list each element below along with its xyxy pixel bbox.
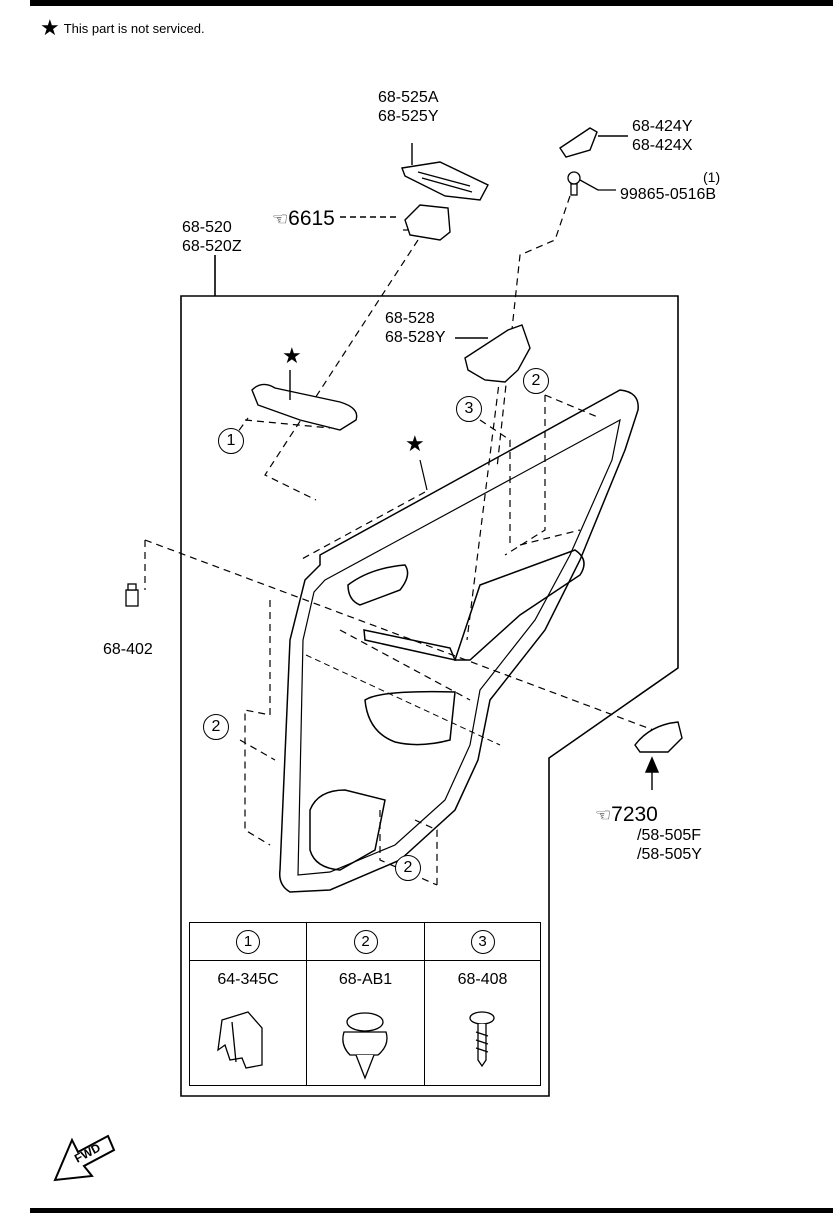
label-68-424X: 68-424X [632,137,693,154]
handle-68-528-part [455,324,531,383]
ref-6615[interactable]: ☜6615 [272,207,335,230]
label-68-528Y: 68-528Y [385,329,446,346]
assembly-frame [180,295,679,1097]
callout-2: 2 [203,714,229,740]
legend-cell-68-AB1: 68-AB1 [307,961,425,1085]
star-leader [419,459,428,491]
label-99865: 99865-0516B [620,186,717,203]
label-68-528: 68-528 [385,310,435,327]
note-text: This part is not serviced. [63,20,205,36]
star-icon: ★ [282,343,302,368]
cover-68-424-part [559,127,628,158]
label-68-520Z: 68-520Z [182,238,242,255]
star-icon: ★ [405,431,425,456]
label-68-402: 68-402 [103,641,153,658]
top-rule [30,0,833,6]
callout-2: 2 [395,855,421,881]
hand-pointer-icon: ☜ [272,209,289,229]
label-68-520: 68-520 [182,219,232,236]
callout-1: 1 [218,428,244,454]
fastener-legend: 1 2 3 64-345C 68-AB1 68-408 [189,922,541,1086]
legend-header-2: 2 [307,923,425,961]
callout-2: 2 [523,368,549,394]
dashed-guides [144,195,681,886]
callout-3: 3 [456,396,482,422]
label-68-424Y: 68-424Y [632,118,693,135]
bottom-rule [30,1208,833,1213]
bracket-6615-part [340,204,451,241]
clip-68-402-part [125,583,139,607]
legend-figures [217,1011,495,1080]
hand-pointer-icon: ☜ [595,805,612,825]
legend-cell-64-345C: 64-345C [190,961,307,1085]
window-switch-part [401,143,489,201]
not-serviced-note: ★ This part is not serviced. [40,15,205,40]
corner-cover-7230-part [634,721,683,790]
screw-99865-part [567,171,616,196]
label-68-525Y: 68-525Y [378,108,439,125]
pull-handle-part [251,370,358,431]
label-58-505Y: /58-505Y [637,846,702,863]
star-icon: ★ [40,15,60,40]
door-trim-panel [278,389,639,893]
legend-cell-68-408: 68-408 [457,971,508,988]
label-qty: (1) [703,169,721,185]
label-68-525A: 68-525A [378,89,439,106]
label-58-505F: /58-505F [637,827,702,844]
ref-7230[interactable]: ☜7230 [595,803,658,826]
fwd-arrow-icon [53,1134,116,1182]
legend-header-3: 3 [425,923,540,961]
legend-header-1: 1 [190,923,307,961]
